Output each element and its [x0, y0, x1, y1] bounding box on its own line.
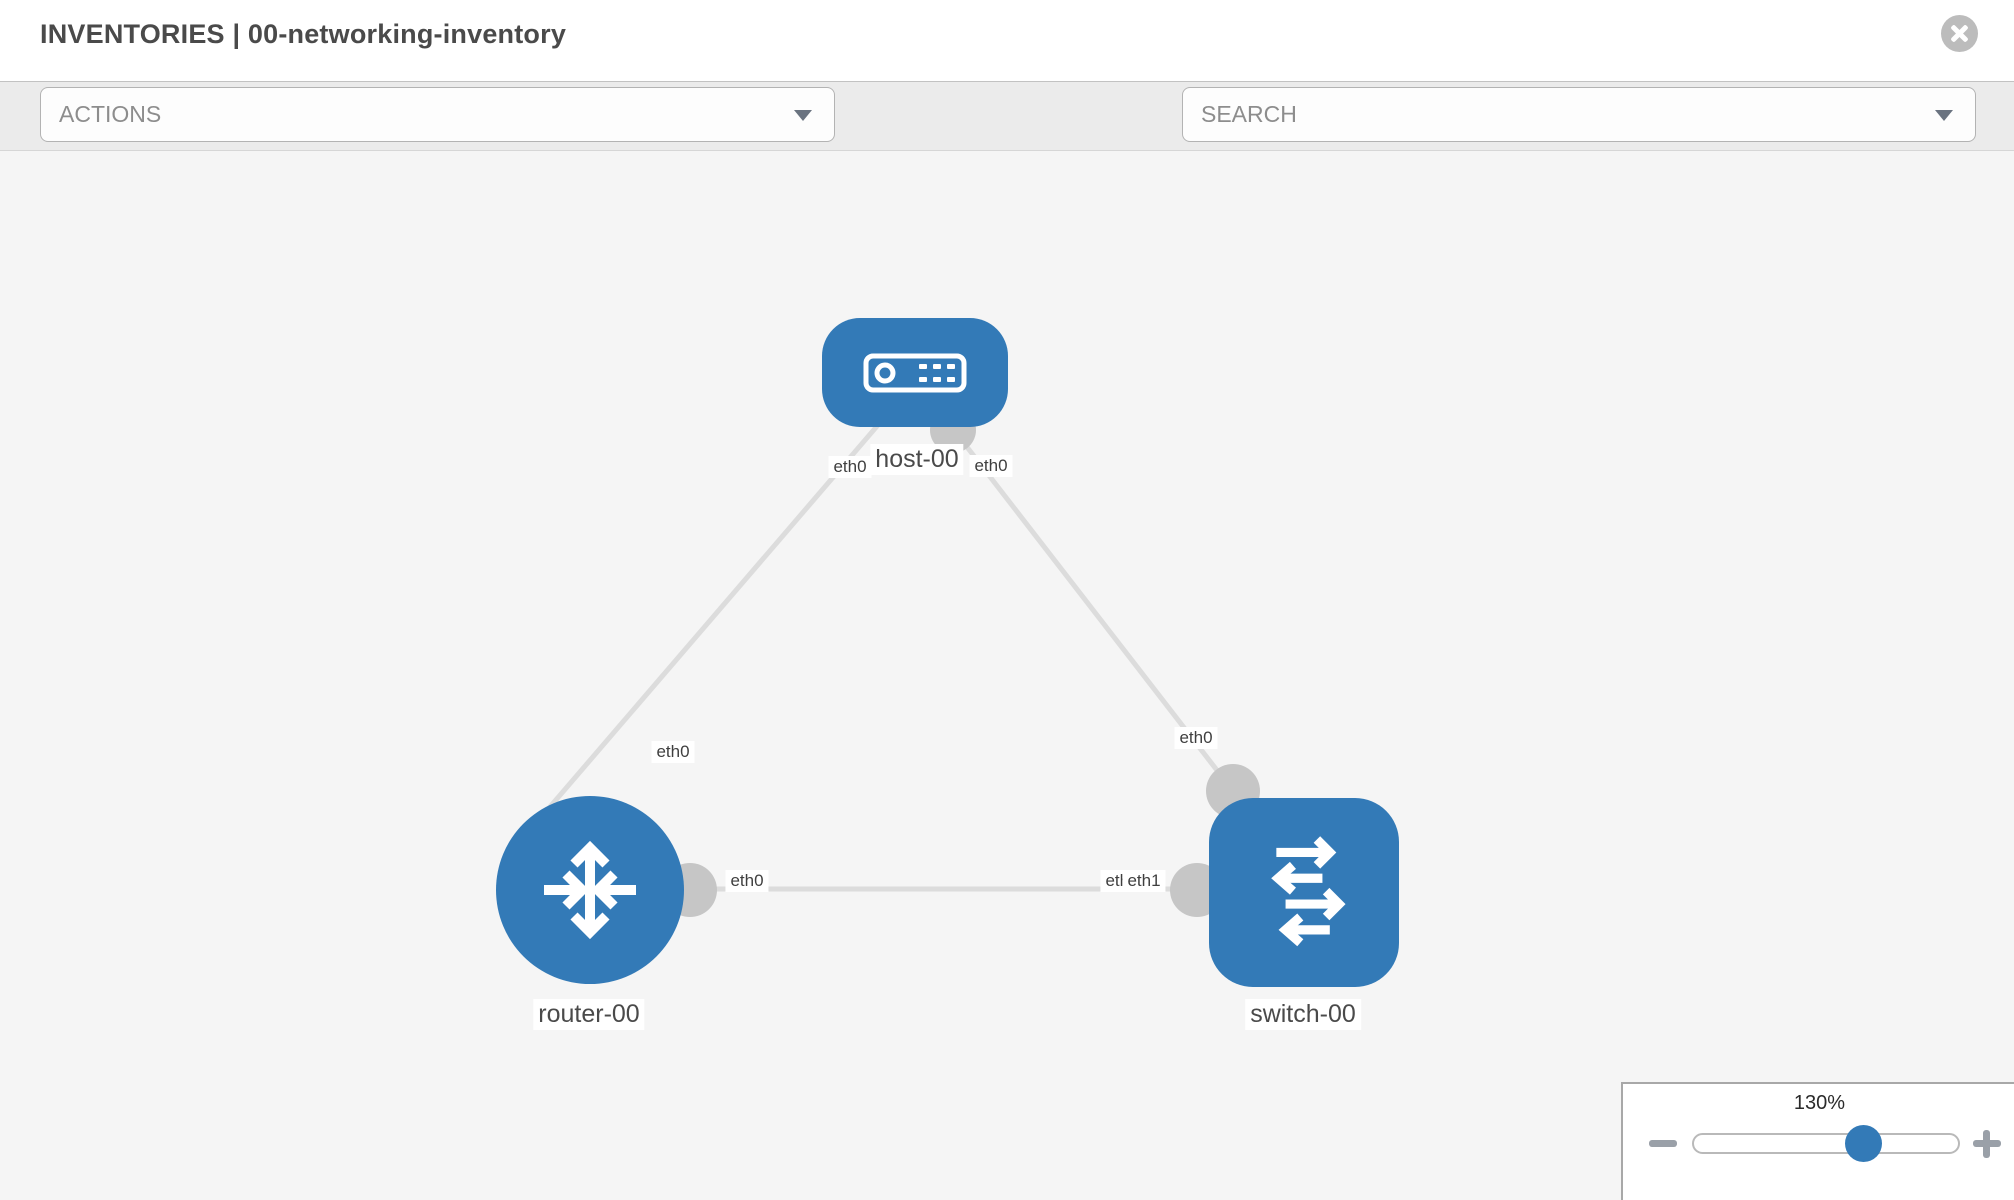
chevron-down-icon	[794, 110, 812, 121]
if-label-host-eth0-left: eth0	[828, 456, 872, 478]
chevron-down-icon	[1935, 110, 1953, 121]
header: INVENTORIES | 00-networking-inventory	[0, 0, 2014, 81]
zoom-out-button[interactable]	[1649, 1140, 1677, 1147]
actions-dropdown[interactable]	[40, 87, 835, 142]
zoom-in-button[interactable]	[1973, 1130, 2001, 1158]
switch-icon	[1271, 835, 1346, 946]
topology-canvas[interactable]	[0, 151, 2014, 1200]
node-switch-00[interactable]	[1209, 798, 1399, 987]
node-label-router: router-00	[533, 999, 645, 1030]
zoom-control-panel: 130%	[1621, 1082, 2014, 1200]
close-icon[interactable]	[1941, 15, 1978, 52]
if-label-router-eth0-top: eth0	[651, 741, 695, 763]
if-label-switch-eth0-top: eth0	[1174, 727, 1218, 749]
host-icon	[863, 353, 967, 392]
node-router-00[interactable]	[496, 796, 684, 984]
zoom-level-value: 130%	[1793, 1092, 1846, 1114]
page-title: INVENTORIES | 00-networking-inventory	[40, 18, 567, 49]
search-dropdown[interactable]	[1182, 87, 1976, 142]
if-label-host-eth0-right: eth0	[969, 455, 1013, 477]
node-label-switch: switch-00	[1245, 999, 1361, 1030]
if-label-router-eth0-right: eth0	[725, 870, 769, 892]
actions-dropdown-input[interactable]	[41, 88, 834, 141]
if-label-switch-eth1-left: eth1	[1122, 870, 1166, 892]
zoom-slider-handle[interactable]	[1845, 1125, 1882, 1162]
topology-edges-layer	[547, 407, 1260, 917]
link-host-router	[547, 423, 880, 810]
router-icon	[544, 840, 636, 940]
zoom-slider-track[interactable]	[1692, 1133, 1960, 1154]
node-host-00[interactable]	[822, 318, 1008, 427]
node-label-host: host-00	[870, 444, 964, 475]
search-input[interactable]	[1183, 88, 1975, 141]
toolbar	[0, 81, 2014, 215]
